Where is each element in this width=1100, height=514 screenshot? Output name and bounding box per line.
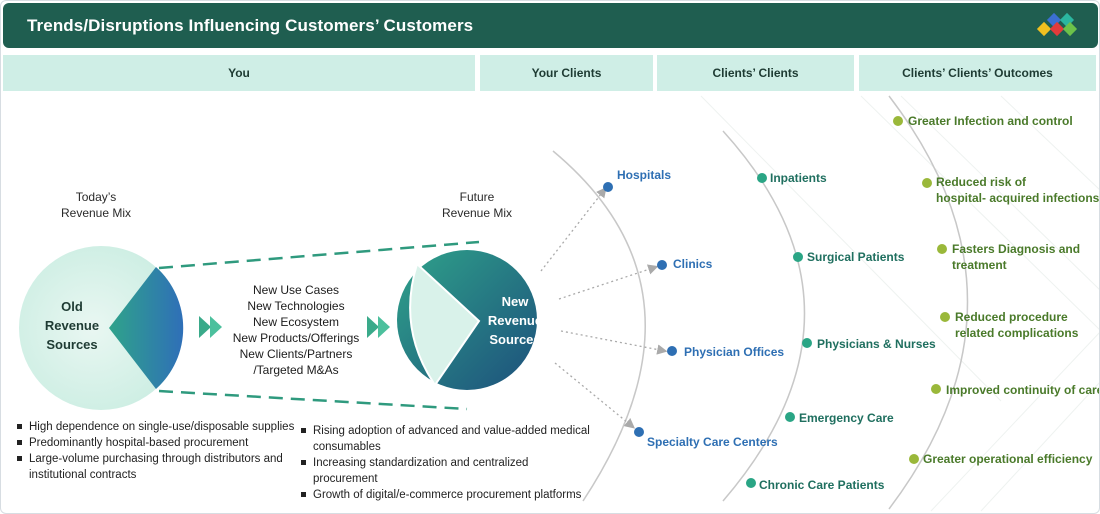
column-header-you: You <box>3 55 475 91</box>
driver-item: /Targeted M&As <box>253 363 339 377</box>
driver-item: New Ecosystem <box>252 315 340 329</box>
new-revenue-label: New Revenue Sources <box>487 294 543 347</box>
bullet-item: Growth of digital/e-commerce procurement… <box>301 487 591 503</box>
arrow-to-specialty-care <box>554 362 636 429</box>
column-header-your-clients: Your Clients <box>480 55 653 91</box>
page-title: Trends/Disruptions Influencing Customers… <box>27 16 474 35</box>
background-lines <box>700 95 1099 512</box>
new-revenue-diamond <box>409 262 481 387</box>
dot-outcome-2 <box>922 178 932 188</box>
column-header-outcomes: Clients’ Clients’ Outcomes <box>859 55 1096 91</box>
client-physician-offices: Physician Offices <box>684 345 785 359</box>
outcome-continuity-of-care: Improved continuity of care <box>946 383 1100 397</box>
dot-outcome-3 <box>937 244 947 254</box>
bullet-item-continued: consumables <box>313 441 381 453</box>
outcomes-arc <box>888 95 969 510</box>
cc-surgical-patients: Surgical Patients <box>807 250 905 264</box>
dot-specialty-care <box>634 427 644 437</box>
old-revenue-label: Old Revenue Sources <box>44 299 100 352</box>
dot-emergency-care <box>785 412 795 422</box>
chevron-left-1 <box>199 316 211 338</box>
future-revenue-heading: Future Revenue Mix <box>441 190 513 220</box>
driver-item: New Use Cases <box>252 283 340 297</box>
bullet-item: Increasing standardization and centraliz… <box>301 455 591 487</box>
chevron-right-1 <box>367 316 379 338</box>
dot-outcome-5 <box>931 384 941 394</box>
driver-item: New Products/Offerings <box>232 331 360 345</box>
cc-chronic-care-patients: Chronic Care Patients <box>759 478 885 492</box>
arrow-to-physician-offices <box>560 330 668 355</box>
client-specialty-care-centers: Specialty Care Centers <box>647 435 778 449</box>
chevron-right-2 <box>378 316 390 338</box>
title-bar: Trends/Disruptions Influencing Customers… <box>3 3 1098 48</box>
dot-inpatients <box>757 173 767 183</box>
dot-hospitals <box>603 182 613 192</box>
dot-outcome-6 <box>909 454 919 464</box>
old-revenue-wedge <box>109 267 184 389</box>
dot-physician-offices <box>667 346 677 356</box>
bullet-item: Large-volume purchasing through distribu… <box>17 451 297 467</box>
bullet-item: Rising adoption of advanced and value-ad… <box>301 423 591 439</box>
outcome-reduced-complications: Reduced procedure related complications <box>955 310 1079 340</box>
cc-physicians-nurses: Physicians & Nurses <box>817 337 936 351</box>
drivers-list: New Use Cases New Technologies New Ecosy… <box>226 282 366 378</box>
clients-arc <box>552 150 646 502</box>
today-revenue-heading: Today’s Revenue Mix <box>60 190 132 220</box>
connector-bottom-dashed <box>158 389 468 411</box>
connector-top-dashed <box>158 240 480 270</box>
chevron-left-2 <box>210 316 222 338</box>
client-hospitals: Hospitals <box>617 168 672 182</box>
today-bullets: High dependence on single-use/disposable… <box>17 419 297 483</box>
driver-item: New Technologies <box>247 299 345 313</box>
driver-item: New Clients/Partners <box>239 347 353 361</box>
cc-inpatients: Inpatients <box>770 171 827 185</box>
client-clinics: Clinics <box>673 257 713 271</box>
dot-outcome-1 <box>893 116 903 126</box>
arrow-to-clinics <box>558 264 659 300</box>
outcome-reduced-risk: Reduced risk of hospital- acquired infec… <box>936 175 1100 205</box>
dot-surgical-patients <box>793 252 803 262</box>
dot-physicians-nurses <box>802 338 812 348</box>
dot-chronic-care <box>746 478 756 488</box>
outcome-infection-control: Greater Infection and control <box>908 114 1073 128</box>
bullet-item: Predominantly hospital-based procurement <box>17 435 297 451</box>
dot-outcome-4 <box>940 312 950 322</box>
arrow-to-hospitals <box>540 186 607 272</box>
cc-emergency-care: Emergency Care <box>799 411 894 425</box>
dot-clinics <box>657 260 667 270</box>
outcome-faster-diagnosis: Fasters Diagnosis and treatment <box>952 242 1081 272</box>
bullet-item: High dependence on single-use/disposable… <box>17 419 297 435</box>
bullet-item-continued: institutional contracts <box>29 469 137 481</box>
outcome-operational-efficiency: Greater operational efficiency <box>923 452 1093 466</box>
future-bullets: Rising adoption of advanced and value-ad… <box>301 423 591 503</box>
column-header-clients-clients: Clients’ Clients <box>657 55 854 91</box>
